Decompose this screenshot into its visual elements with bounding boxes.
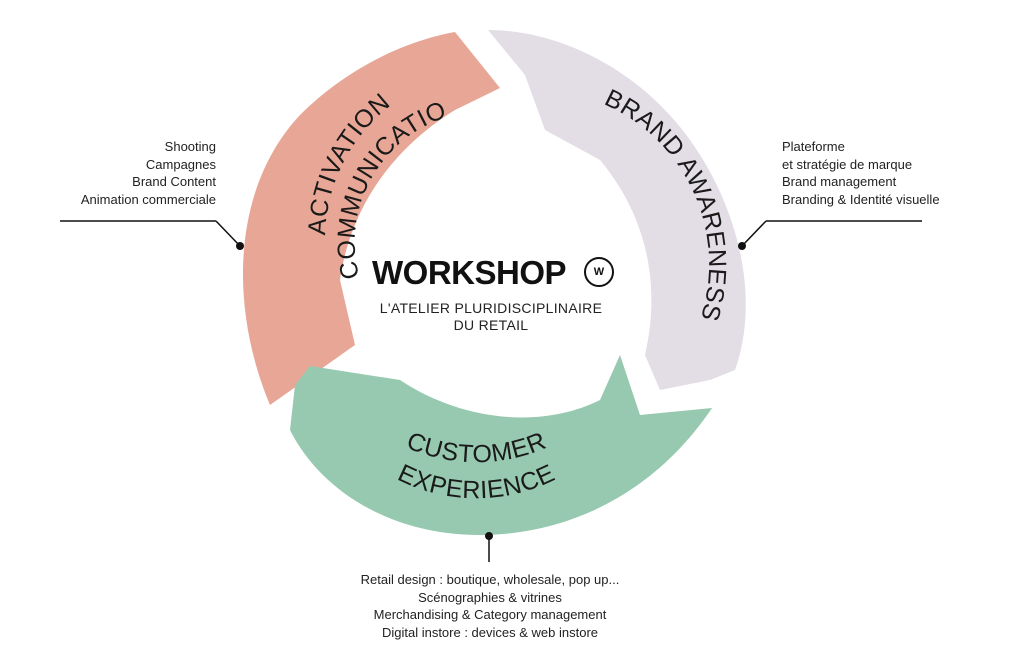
connector-left-diagonal	[215, 220, 241, 247]
connector-right-dot	[738, 242, 746, 250]
workshop-logo-icon: W	[584, 257, 614, 287]
list-activation: Shooting Campagnes Brand Content Animati…	[81, 138, 216, 208]
list-item: Retail design : boutique, wholesale, pop…	[360, 572, 620, 587]
list-item: Campagnes	[145, 156, 216, 172]
list-brand: Plateforme et stratégie de marque Brand …	[782, 138, 940, 208]
center-subtitle-line2: DU RETAIL	[453, 317, 529, 333]
segment-activation	[242, 32, 500, 405]
list-item: Merchandising & Category management	[373, 607, 607, 622]
connector-bottom-dot	[485, 532, 493, 540]
list-item: et stratégie de marque	[782, 156, 913, 172]
list-item: Brand Content	[132, 174, 216, 189]
list-item: Plateforme	[782, 139, 845, 154]
list-item: Digital instore : devices & web instore	[381, 624, 599, 640]
center-title: WORKSHOP	[372, 254, 567, 291]
list-customer: Retail design : boutique, wholesale, pop…	[0, 571, 980, 641]
label-activation-line2: & COMMUNICATION	[0, 0, 450, 282]
list-item: Branding & Identité visuelle	[782, 191, 940, 207]
list-item: Shooting	[164, 139, 216, 154]
connector-left-dot	[236, 242, 244, 250]
segment-brand	[488, 30, 746, 390]
segment-customer	[290, 355, 712, 535]
connector-right-diagonal	[741, 220, 767, 247]
list-item: Scénographies & vitrines	[418, 589, 562, 605]
center-subtitle-line1: L'ATELIER PLURIDISCIPLINAIRE	[379, 300, 603, 316]
center-subtitle: L'ATELIER PLURIDISCIPLINAIRE DU RETAIL	[360, 300, 622, 334]
list-item: Brand management	[782, 174, 897, 189]
list-item: Animation commerciale	[80, 191, 216, 207]
